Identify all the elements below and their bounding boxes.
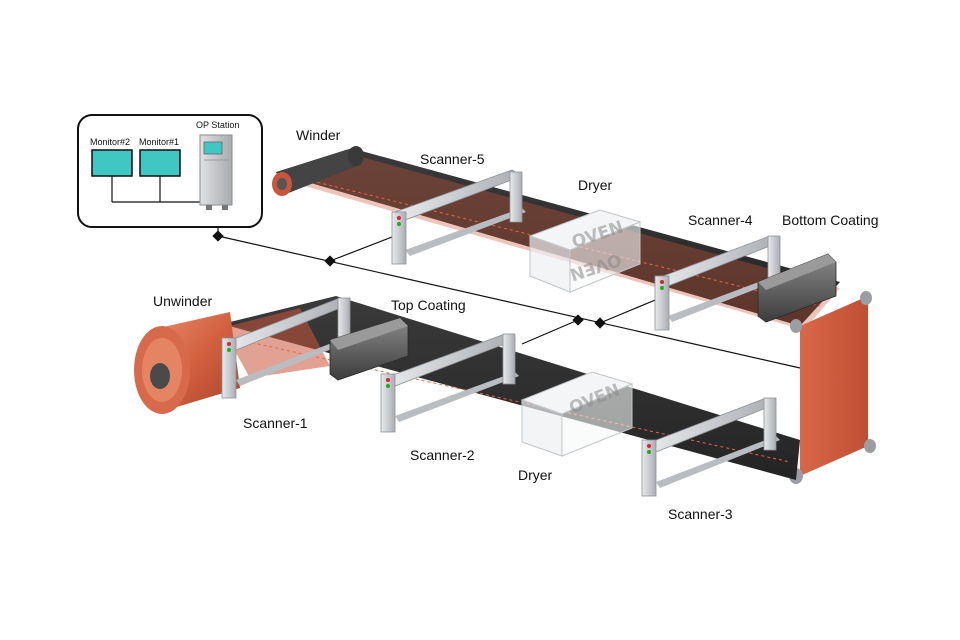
scanner-4-label: Scanner-4 bbox=[688, 212, 753, 228]
scanner-1-label: Scanner-1 bbox=[243, 415, 308, 431]
op-station-label: OP Station bbox=[196, 120, 239, 130]
bottom-coating-label: Bottom Coating bbox=[782, 212, 879, 228]
top-coating-label: Top Coating bbox=[391, 297, 466, 313]
dryer-bottom-label: Dryer bbox=[518, 467, 553, 483]
unwinder-label: Unwinder bbox=[153, 293, 212, 309]
op-station-panel: Monitor#2 Monitor#1 OP Station bbox=[78, 115, 262, 227]
lower-belt bbox=[222, 296, 800, 480]
scanner-2-label: Scanner-2 bbox=[410, 447, 475, 463]
scanner-3-label: Scanner-3 bbox=[668, 506, 733, 522]
dryer-top-label: Dryer bbox=[578, 177, 613, 193]
winder-label: Winder bbox=[296, 127, 341, 143]
monitor-2 bbox=[92, 150, 132, 176]
monitor-1 bbox=[140, 150, 180, 176]
scanner-5-label: Scanner-5 bbox=[420, 151, 485, 167]
op-station-cabinet bbox=[200, 135, 232, 210]
monitor-1-label: Monitor#1 bbox=[139, 137, 179, 147]
monitor-2-label: Monitor#2 bbox=[90, 137, 130, 147]
